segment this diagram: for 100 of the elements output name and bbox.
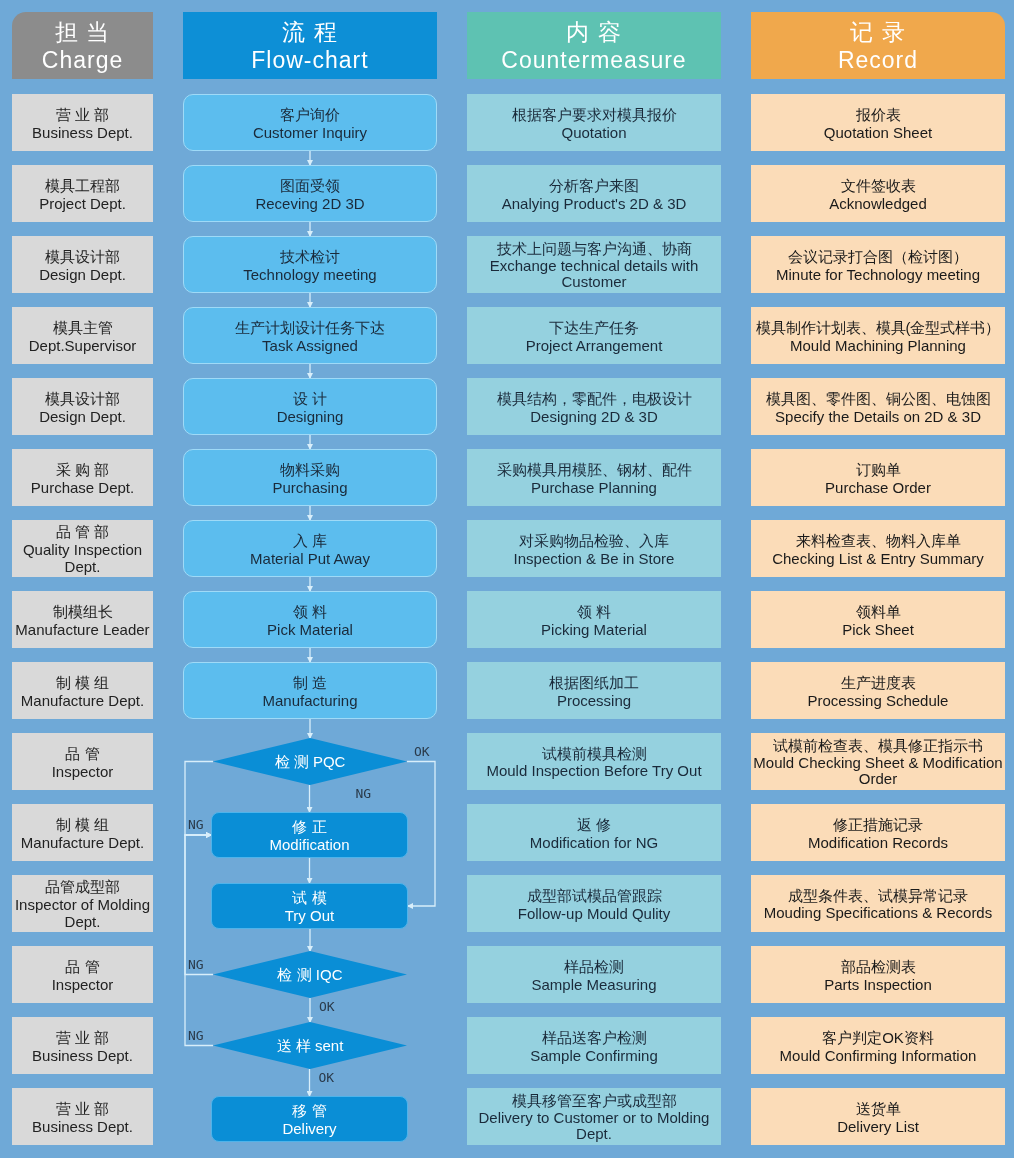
edge-label: NG xyxy=(187,957,205,972)
step-label: Modification xyxy=(269,836,350,853)
record-name: 生产进度表 xyxy=(840,672,916,692)
department-name: Design Dept. xyxy=(39,265,126,283)
record-name: 来料检查表、物料入库单 xyxy=(795,530,961,550)
arrow xyxy=(307,505,313,521)
record-name: Mould Checking Sheet & Modification Order xyxy=(752,755,1004,787)
record-name: Processing Schedule xyxy=(807,691,949,709)
countermeasure-text: Project Arrangement xyxy=(525,336,663,354)
countermeasure-text: 返 修 xyxy=(576,814,612,834)
table-cell xyxy=(751,94,1005,151)
countermeasure-text: Follow-up Mould Qulity xyxy=(517,904,671,922)
step-label: Purchasing xyxy=(272,478,348,496)
process-box xyxy=(183,165,437,222)
record-name: 送货单 xyxy=(855,1098,901,1118)
countermeasure-text: Modification for NG xyxy=(529,833,659,851)
countermeasure-text: Exchange technical details with Customer xyxy=(488,258,700,290)
table-cell xyxy=(12,875,153,932)
countermeasure-text: 模具移管至客户或成型部 xyxy=(511,1091,677,1110)
department-name: Dept.Supervisor xyxy=(28,336,137,354)
countermeasure-text: Designing 2D & 3D xyxy=(530,407,658,425)
department-name: Design Dept. xyxy=(39,407,126,425)
step-label: Technology meeting xyxy=(243,265,377,283)
countermeasure-text: 模具结构，零配件，电极设计 xyxy=(496,388,692,408)
table-cell xyxy=(12,520,153,577)
record-name: Mould Machining Planning xyxy=(790,336,966,354)
arrow xyxy=(307,292,313,308)
table-cell xyxy=(12,236,153,293)
countermeasure-text: 分析客户来图 xyxy=(549,175,639,195)
department-name: Purchase Dept. xyxy=(30,478,135,496)
table-cell xyxy=(751,733,1005,790)
table-cell xyxy=(751,875,1005,932)
table-cell xyxy=(12,307,153,364)
process-box xyxy=(183,591,437,648)
process-box xyxy=(183,307,437,364)
process-box xyxy=(183,94,437,151)
table-cell xyxy=(467,1017,721,1074)
department-name: Business Dept. xyxy=(32,123,133,141)
edge-label: NG xyxy=(354,787,373,801)
department-name: Quality Inspection Dept. xyxy=(21,541,144,575)
table-cell xyxy=(467,804,721,861)
department-name: Inspector xyxy=(51,975,114,993)
department-name: 品 管 部 xyxy=(55,522,110,541)
countermeasure-text: Sample Measuring xyxy=(531,975,657,993)
step-label: 检 测 PQC xyxy=(274,753,346,770)
table-cell xyxy=(12,1017,153,1074)
step-label: Task Assigned xyxy=(262,336,358,354)
record-name: 部品检测表 xyxy=(840,956,916,976)
record-name: Checking List & Entry Summary xyxy=(772,549,984,567)
edge-label: NG xyxy=(187,818,205,832)
step-label: Material Put Away xyxy=(250,549,370,567)
table-cell xyxy=(467,1088,721,1145)
column-heading: 流 程 xyxy=(282,17,338,46)
step-label: 生产计划设计任务下达 xyxy=(235,317,385,337)
countermeasure-text: 技术上问题与客户沟通、协商 xyxy=(496,239,692,258)
step-label: 领 料 xyxy=(292,601,328,621)
record-name: 修正措施记录 xyxy=(833,814,923,834)
step-label: 试 模 xyxy=(292,888,327,907)
record-name: 模具制作计划表、模具(金型式样书） xyxy=(755,317,1001,337)
table-cell xyxy=(12,94,153,151)
step-label: 设 计 xyxy=(292,388,328,408)
table-cell xyxy=(467,449,721,506)
record-name: Acknowledged xyxy=(829,194,927,212)
record-name: 模具图、零件图、铜公图、电蚀图 xyxy=(765,388,991,408)
process-box xyxy=(211,883,408,929)
record-name: 客户判定OK资料 xyxy=(822,1027,934,1047)
step-label: 制 造 xyxy=(292,672,328,692)
edge-label: OK xyxy=(317,1071,336,1085)
record-name: 试模前检查表、模具修正指示书 xyxy=(773,736,983,755)
arrow xyxy=(406,760,436,909)
table-cell xyxy=(751,307,1005,364)
record-name: 订购单 xyxy=(855,459,901,479)
countermeasure-text: 成型部试模品管跟踪 xyxy=(526,885,662,905)
table-cell xyxy=(467,591,721,648)
process-box xyxy=(183,449,437,506)
process-box xyxy=(211,1096,408,1142)
arrow xyxy=(306,857,313,884)
department-name: 采 购 部 xyxy=(55,459,110,479)
department-name: 营 业 部 xyxy=(55,1027,110,1047)
arrow xyxy=(306,784,313,813)
edge-label: OK xyxy=(413,744,431,759)
department-name: 营 业 部 xyxy=(55,104,110,124)
countermeasure-text: 样品检测 xyxy=(564,956,624,976)
record-name: 会议记录打合图（检讨图） xyxy=(788,246,968,266)
record-name: Minute for Technology meeting xyxy=(776,265,980,283)
countermeasure-text: 下达生产任务 xyxy=(549,317,639,337)
column-header xyxy=(751,12,1005,79)
decision-diamond xyxy=(213,738,407,785)
step-label: 送 样 sent xyxy=(276,1037,344,1054)
decision-diamond xyxy=(213,951,407,998)
step-label: 物料采购 xyxy=(280,459,340,479)
table-cell xyxy=(751,165,1005,222)
table-cell xyxy=(751,662,1005,719)
department-name: 品 管 xyxy=(65,956,100,976)
process-box xyxy=(183,520,437,577)
column-heading: 记 录 xyxy=(850,17,906,46)
department-name: 制 模 组 xyxy=(55,672,110,692)
table-cell xyxy=(467,875,721,932)
table-cell xyxy=(12,378,153,435)
table-cell xyxy=(467,236,721,293)
